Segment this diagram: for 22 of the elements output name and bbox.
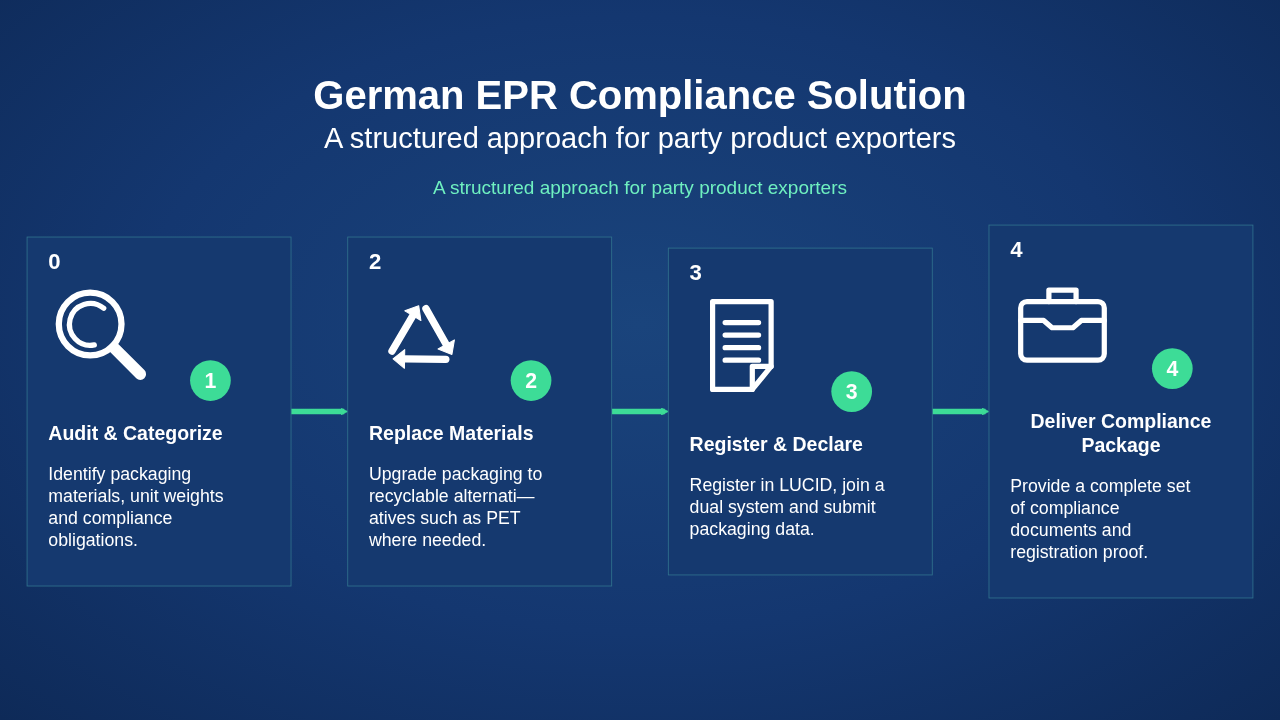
step-number: 4 [1010, 235, 1024, 263]
step-number: 2 [368, 247, 383, 275]
step-number: 0 [48, 247, 62, 275]
arrow [291, 407, 349, 416]
step-heading: Audit & Categorize [48, 421, 224, 446]
step-heading: Replace Materials [368, 421, 535, 446]
step-description: Identify packaging materials, unit weights and compliance obligations. [48, 462, 225, 552]
arrow [932, 407, 990, 416]
step-heading: Deliver Compliance Package [1029, 409, 1213, 458]
node-box [26, 236, 292, 587]
step-description: Register in LUCID, join a dual system and submit packaging data. [689, 473, 886, 541]
arrow [611, 407, 669, 416]
node-box [988, 224, 1254, 599]
diagram-title: German EPR Compliance Solution [313, 72, 967, 118]
step-description: Upgrade packaging to recyclable alternati— atives such as PET where needed. [368, 462, 544, 552]
step-description: Provide a complete set of compliance documents and registration proof. [1010, 474, 1192, 564]
node-box [347, 236, 613, 587]
tagline: A structured approach for party product exporters [433, 176, 847, 200]
step-heading: Register & Declare [689, 432, 864, 457]
node-box [667, 247, 933, 576]
step-number: 3 [689, 258, 703, 286]
subtitle: A structured approach for party product exporters [324, 121, 956, 156]
